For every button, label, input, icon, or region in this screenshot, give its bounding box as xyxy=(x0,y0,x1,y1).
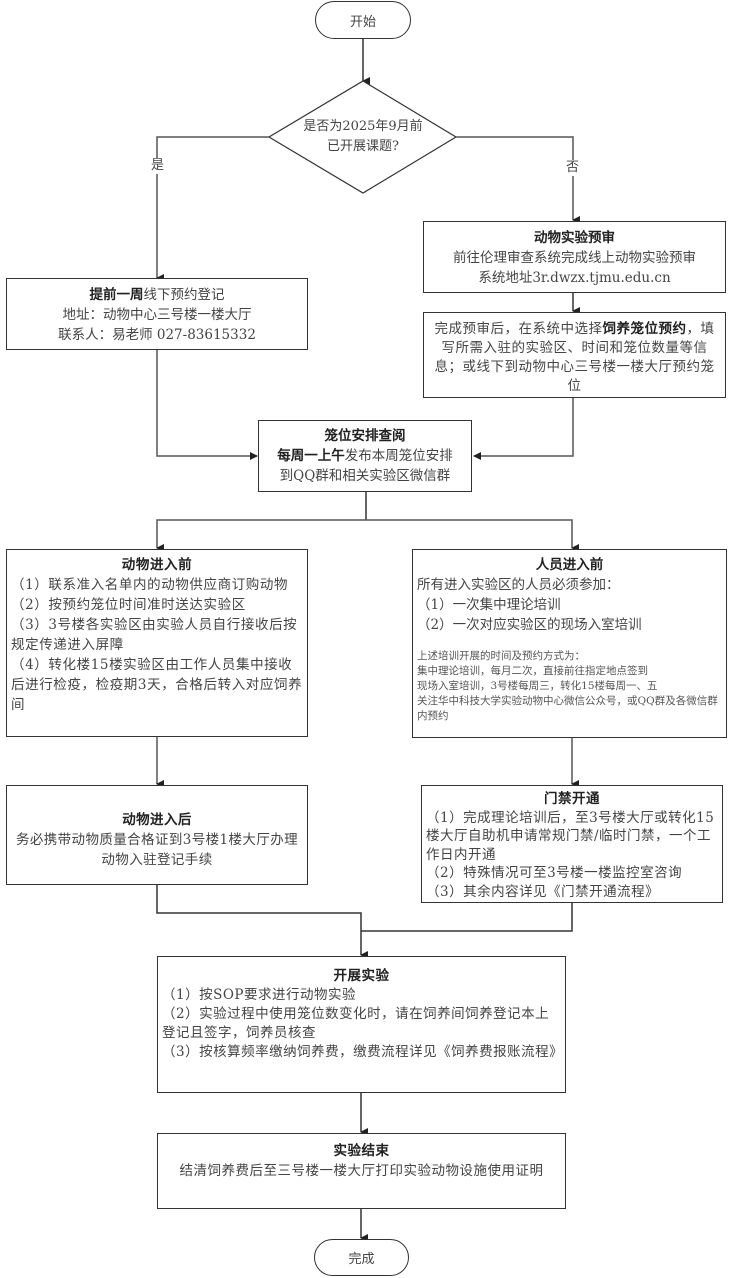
edge-decision-yes xyxy=(156,136,269,282)
experiment-end-box: 实验结束 结清饲养费后至三号楼一楼大厅打印实验动物设施使用证明 xyxy=(157,1133,566,1209)
finish-terminal: 完成 xyxy=(314,1239,409,1276)
cage-booking-text-after: ，填写所需入驻的实验区、时间和笼位数量等信息；或线下到动物中心三号楼一楼大厅预约… xyxy=(434,321,715,394)
cage-review-line2: 到QQ群和相关实验区微信群 xyxy=(279,468,451,484)
cage-booking-text-before: 完成预审后，在系统中选择 xyxy=(434,321,603,337)
access-item-2: （2）特殊情况可至3号楼一楼监控室咨询 xyxy=(426,865,683,881)
experiment-title: 开展实验 xyxy=(333,968,390,984)
animal-before-item-2: （2）按预约笼位时间准时送达实验区 xyxy=(11,597,246,613)
access-box: 门禁开通 （1）完成理论培训后，至3号楼大厅或转化15楼大厅自助机申请常规门禁/… xyxy=(421,785,723,903)
finish-label: 完成 xyxy=(348,1252,375,1267)
start-label: 开始 xyxy=(349,14,376,30)
animal-before-title: 动物进入前 xyxy=(121,557,193,573)
animal-before-box: 动物进入前 （1）联系准入名单内的动物供应商订购动物 （2）按预约笼位时间准时送… xyxy=(6,549,308,737)
experiment-item-1: （1）按SOP要求进行动物实验 xyxy=(162,987,356,1003)
edge-split-staff xyxy=(366,519,579,552)
experiment-item-2: （2）实验过程中使用笼位数变化时，请在饲养间饲养登记本上登记且签字，饲养员核查 xyxy=(162,1006,550,1041)
decision-line2: 已开展课题? xyxy=(327,139,399,154)
edge-animalafter-exp xyxy=(156,884,368,959)
start-terminal: 开始 xyxy=(315,1,411,39)
offline-contact: 联系人：易老师 027-83615332 xyxy=(58,327,256,343)
offline-title-bold: 提前一周 xyxy=(89,287,144,303)
edge-offline-review xyxy=(156,349,258,460)
animal-after-box: 动物进入后 务必携带动物质量合格证到3号楼1楼大厅办理动物入驻登记手续 xyxy=(6,785,308,885)
cage-booking-box: 完成预审后，在系统中选择饲养笼位预约，填写所需入驻的实验区、时间和笼位数量等信息… xyxy=(423,312,726,398)
staff-note-1: 上述培训开展的时间及预约方式为： xyxy=(417,650,585,662)
cage-booking-text-bold: 饲养笼位预约 xyxy=(602,321,687,337)
cage-review-bold: 每周一上午 xyxy=(277,448,345,464)
access-item-3: （3）其余内容详见《门禁开通流程》 xyxy=(426,883,660,900)
staff-before-item-1: （1）一次集中理论培训 xyxy=(417,597,561,613)
decision-text: 是否为2025年9月前 已开展课题? xyxy=(285,117,441,157)
pre-review-line1: 前往伦理审查系统完成线上动物实验预审 xyxy=(453,250,696,266)
pre-review-title: 动物实验预审 xyxy=(534,230,615,246)
cage-review-rest: 发布本周笼位安排 xyxy=(344,448,453,464)
animal-after-text: 务必携带动物质量合格证到3号楼1楼大厅办理动物入驻登记手续 xyxy=(15,832,299,868)
staff-before-title: 人员进入前 xyxy=(535,557,604,573)
staff-note-4: 关注华中科技大学实验动物中心微信公众号，或QQ群及各微信群内预约 xyxy=(417,695,718,722)
pre-review-line2: 系统地址3r.dwzx.tjmu.edu.cn xyxy=(478,270,671,286)
yes-label: 是 xyxy=(151,158,165,174)
access-item-1: （1）完成理论培训后，至3号楼大厅或转化15楼大厅自助机申请常规门禁/临时门禁，… xyxy=(426,809,715,863)
animal-before-item-1: （1）联系准入名单内的动物供应商订购动物 xyxy=(11,577,289,593)
staff-before-item-2: （2）一次对应实验区的现场入室培训 xyxy=(417,617,642,633)
edge-booking-review xyxy=(473,397,574,460)
staff-before-intro: 所有进入实验区的人员必须参加： xyxy=(417,577,620,593)
cage-review-box: 笼位安排查阅 每周一上午发布本周笼位安排 到QQ群和相关实验区微信群 xyxy=(258,420,472,492)
no-label: 否 xyxy=(566,160,580,176)
decision-diamond xyxy=(267,80,458,194)
edge-access-exp xyxy=(361,902,573,932)
experiment-item-3: （3）按核算频率缴纳饲养费，缴费流程详见《饲养费报账流程》 xyxy=(162,1044,564,1060)
staff-note-2: 集中理论培训，每月二次，直接前往指定地点签到 xyxy=(417,665,648,677)
offline-title-rest: 线下预约登记 xyxy=(143,287,225,303)
experiment-end-title: 实验结束 xyxy=(333,1143,390,1159)
pre-review-box: 动物实验预审 前往伦理审查系统完成线上动物实验预审 系统地址3r.dwzx.tj… xyxy=(423,221,726,293)
decision-line1: 是否为2025年9月前 xyxy=(303,119,423,134)
experiment-end-text: 结清饲养费后至三号楼一楼大厅打印实验动物设施使用证明 xyxy=(179,1163,544,1179)
staff-before-box: 人员进入前 所有进入实验区的人员必须参加： （1）一次集中理论培训 （2）一次对… xyxy=(412,549,727,738)
access-title: 门禁开通 xyxy=(544,791,600,807)
edge-split-animal xyxy=(156,519,366,552)
animal-before-item-4: （4）转化楼15楼实验区由工作人员集中接收后进行检疫，检疫期3天，合格后转入对应… xyxy=(11,657,303,713)
edge-decision-no xyxy=(456,136,580,224)
cage-review-title: 笼位安排查阅 xyxy=(324,428,406,444)
offline-booking-box: 提前一周线下预约登记 地址：动物中心三号楼一楼大厅 联系人：易老师 027-83… xyxy=(6,278,308,350)
animal-after-title: 动物进入后 xyxy=(122,812,192,828)
staff-note-3: 现场入室培训，3号楼每周三，转化15楼每周一、五 xyxy=(417,680,658,692)
offline-address: 地址：动物中心三号楼一楼大厅 xyxy=(62,307,252,323)
animal-before-item-3: （3）3号楼各实验区由实验人员自行接收后按规定传递进入屏障 xyxy=(11,617,298,653)
experiment-box: 开展实验 （1）按SOP要求进行动物实验 （2）实验过程中使用笼位数变化时，请在… xyxy=(157,956,566,1093)
